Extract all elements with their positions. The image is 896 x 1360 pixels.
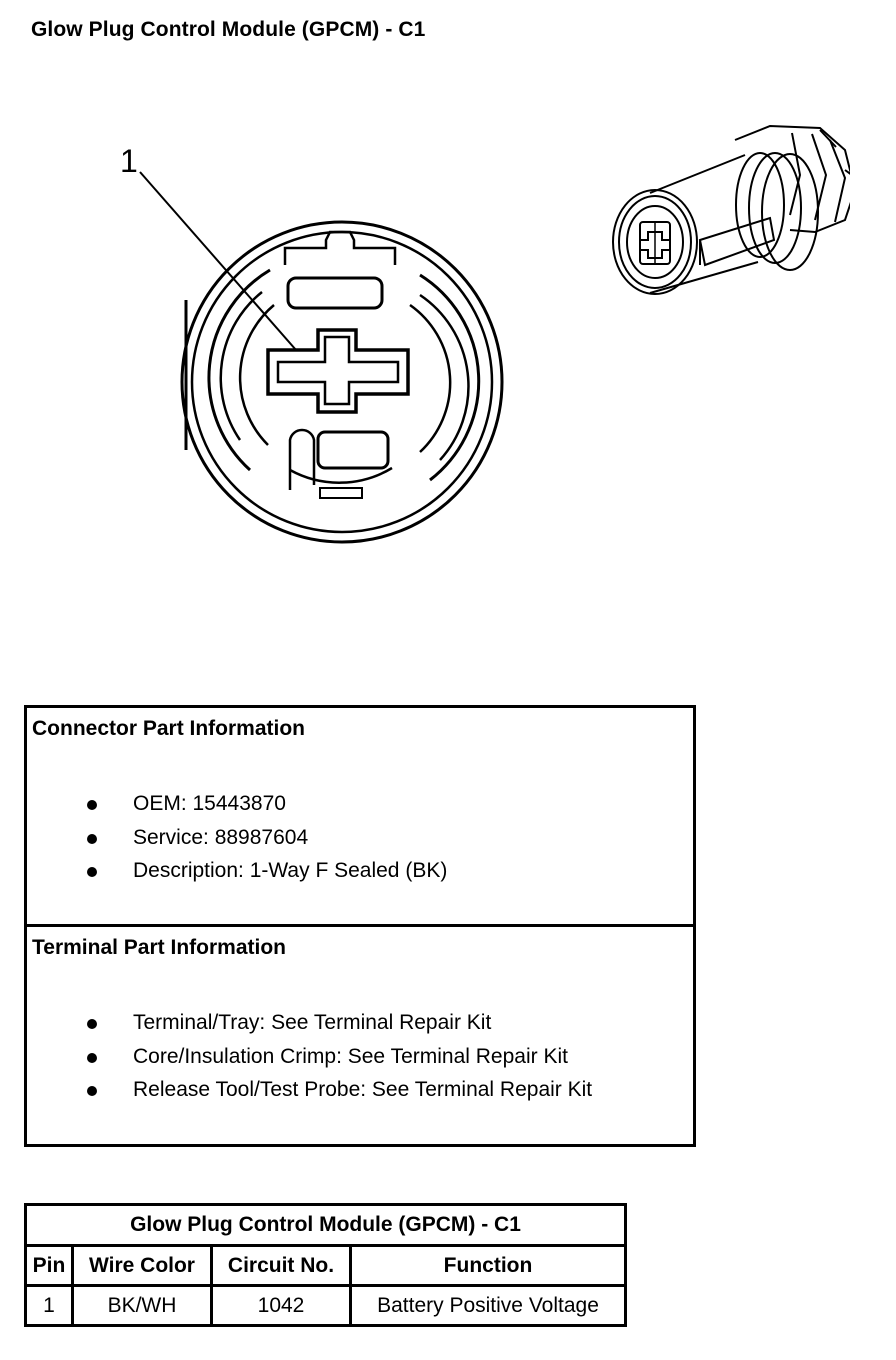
terminal-part-information: Terminal Part Information Terminal/Tray:…: [27, 927, 693, 1144]
table-header-row: Pin Wire Color Circuit No. Function: [24, 1244, 627, 1287]
page-title: Glow Plug Control Module (GPCM) - C1: [31, 18, 426, 41]
connector-isometric-diagram: [612, 124, 850, 295]
bullet-icon: [87, 1052, 97, 1063]
cell-pin: 1: [24, 1284, 74, 1327]
connector-heading: Connector Part Information: [32, 717, 306, 740]
connector-service: Service: 88987604: [133, 825, 309, 849]
column-header-circuit-no: Circuit No.: [210, 1244, 352, 1287]
terminal-heading: Terminal Part Information: [32, 936, 286, 959]
column-header-function: Function: [349, 1244, 627, 1287]
table-caption: Glow Plug Control Module (GPCM) - C1: [24, 1203, 627, 1247]
bullet-icon: [87, 833, 97, 844]
column-header-pin: Pin: [24, 1244, 74, 1287]
bullet-icon: [87, 800, 97, 810]
connector-face-diagram: 1: [120, 143, 504, 544]
callout-label: 1: [120, 143, 138, 179]
part-information-box: Connector Part Information OEM: 15443870…: [24, 705, 696, 1147]
core-insulation-crimp: Core/Insulation Crimp: See Terminal Repa…: [133, 1044, 568, 1068]
connector-part-information: Connector Part Information OEM: 15443870…: [27, 708, 693, 927]
bullet-icon: [87, 1019, 97, 1029]
pin-table: Glow Plug Control Module (GPCM) - C1 Pin…: [24, 1203, 627, 1327]
table-row: 1 BK/WH 1042 Battery Positive Voltage: [24, 1284, 627, 1327]
column-header-wire-color: Wire Color: [71, 1244, 213, 1287]
cell-function: Battery Positive Voltage: [349, 1284, 627, 1327]
terminal-tray: Terminal/Tray: See Terminal Repair Kit: [133, 1011, 492, 1034]
release-tool-test-probe: Release Tool/Test Probe: See Terminal Re…: [133, 1078, 593, 1101]
bullet-icon: [87, 1086, 97, 1096]
connector-description: Description: 1-Way F Sealed (BK): [133, 859, 448, 882]
connector-oem: OEM: 15443870: [133, 792, 286, 815]
cell-wire-color: BK/WH: [71, 1284, 213, 1327]
table-caption-row: Glow Plug Control Module (GPCM) - C1: [24, 1203, 627, 1247]
bullet-icon: [87, 867, 97, 877]
cell-circuit-no: 1042: [210, 1284, 352, 1327]
